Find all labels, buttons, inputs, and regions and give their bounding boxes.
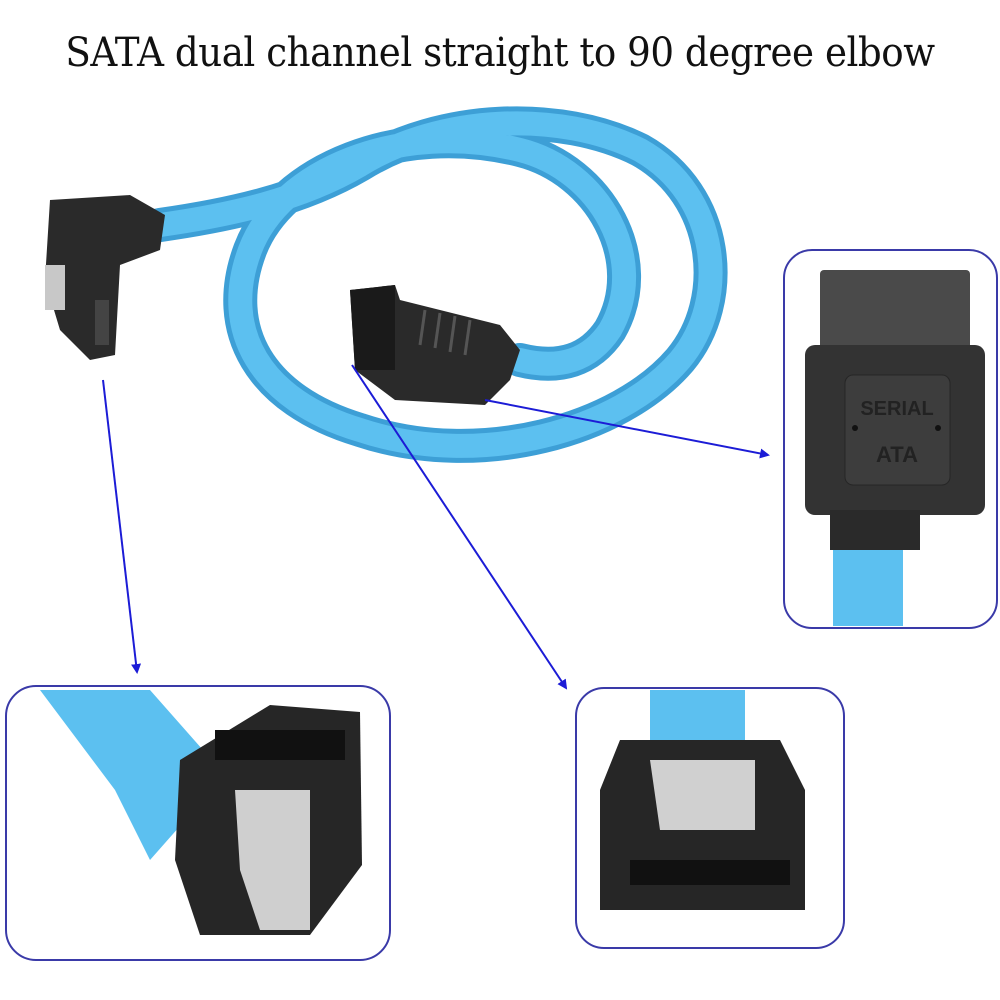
ata-label: ATA	[876, 442, 918, 467]
callout-arrows	[102, 364, 770, 690]
image-title: SATA dual channel straight to 90 degree …	[65, 30, 935, 76]
serial-label: SERIAL	[860, 398, 933, 420]
arrow-to-side-view	[484, 399, 770, 459]
arrow-to-elbow-view	[102, 379, 142, 674]
callout-elbow-view	[5, 685, 391, 961]
callout-side-view: SERIAL ATA	[783, 249, 998, 629]
elbow-connector	[45, 195, 165, 360]
straight-connector	[350, 285, 520, 405]
arrow-to-front-view	[351, 364, 568, 690]
callout-front-view	[575, 687, 845, 949]
sata-cable	[143, 106, 728, 463]
